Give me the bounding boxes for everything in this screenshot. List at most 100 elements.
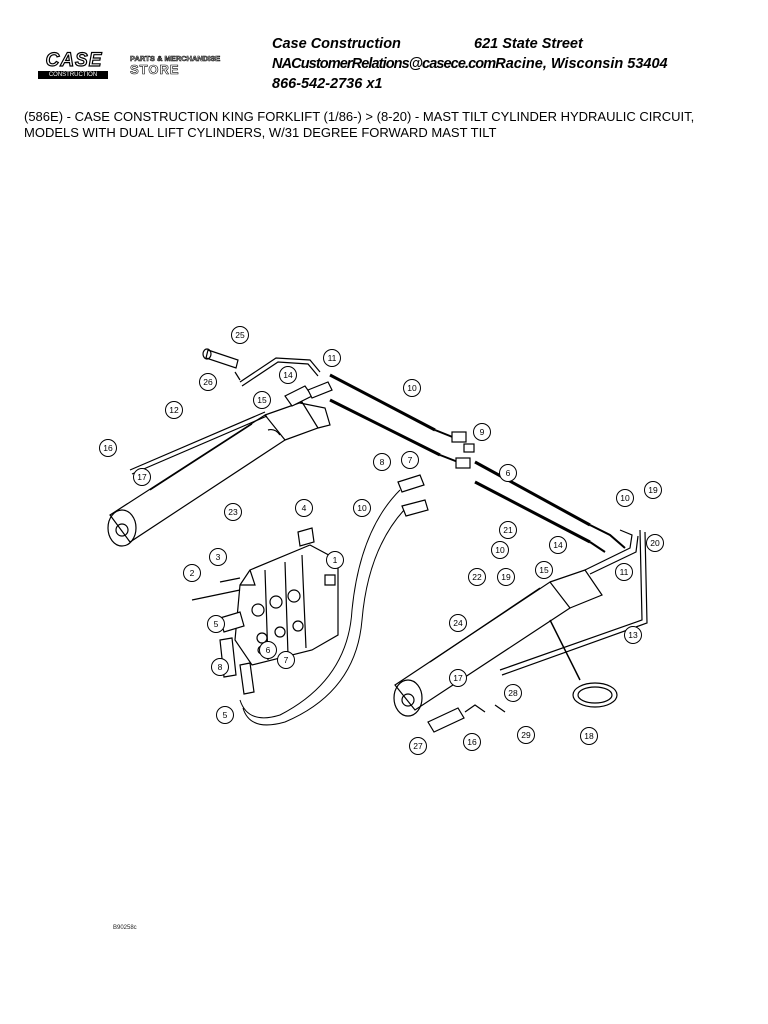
callout-label: 10 <box>407 383 417 393</box>
diagram-code: B90258c <box>113 925 137 931</box>
callout-3: 3 <box>209 548 227 566</box>
callout-label: 19 <box>648 485 658 495</box>
callout-10: 10 <box>616 489 634 507</box>
callout-label: 17 <box>453 673 463 683</box>
callout-label: 21 <box>503 525 513 535</box>
callout-label: 5 <box>214 619 219 629</box>
callout-label: 18 <box>584 731 594 741</box>
callout-label: 6 <box>266 645 271 655</box>
callout-label: 16 <box>467 737 477 747</box>
contact-block: Case Construction 621 State Street NACus… <box>272 34 668 94</box>
callout-label: 14 <box>283 370 293 380</box>
callout-22: 22 <box>468 568 486 586</box>
callout-19: 19 <box>644 481 662 499</box>
callout-label: 8 <box>218 662 223 672</box>
callout-label: 5 <box>223 710 228 720</box>
callout-5: 5 <box>216 706 234 724</box>
callout-label: 27 <box>413 741 423 751</box>
callout-label: 24 <box>453 618 463 628</box>
logo-sub: CONSTRUCTION <box>38 71 108 79</box>
callout-label: 20 <box>650 538 660 548</box>
callout-13: 13 <box>624 626 642 644</box>
phone-number: 866-542-2736 x1 <box>272 76 383 92</box>
callout-17: 17 <box>449 669 467 687</box>
callout-label: 14 <box>553 540 563 550</box>
callout-4: 4 <box>295 499 313 517</box>
callout-label: 19 <box>501 572 511 582</box>
callout-label: 28 <box>508 688 518 698</box>
callout-21: 21 <box>499 521 517 539</box>
callout-6: 6 <box>259 641 277 659</box>
callout-label: 26 <box>203 377 213 387</box>
fittings-upper <box>284 381 333 407</box>
callout-1: 1 <box>326 551 344 569</box>
case-store-logo: CASE CONSTRUCTION PARTS & MERCHANDISE ST… <box>38 50 243 82</box>
logo-store: PARTS & MERCHANDISE STORE <box>130 54 221 77</box>
callout-12: 12 <box>165 401 183 419</box>
street-address: 621 State Street <box>474 36 583 52</box>
callout-label: 15 <box>257 395 267 405</box>
callout-label: 4 <box>302 503 307 513</box>
callout-label: 22 <box>472 572 482 582</box>
logo-brand: CASE <box>45 50 103 71</box>
hydraulic-circuit-diagram: 2526121114151016172398107432156857610192… <box>99 326 664 755</box>
callout-7: 7 <box>401 451 419 469</box>
callout-20: 20 <box>646 534 664 552</box>
callout-25: 25 <box>231 326 249 344</box>
upper-tilt-cylinder <box>107 401 331 547</box>
callout-label: 7 <box>284 655 289 665</box>
diagram-description: (586E) - CASE CONSTRUCTION KING FORKLIFT… <box>24 109 695 140</box>
callout-label: 12 <box>169 405 179 415</box>
company-name: Case Construction <box>272 36 401 52</box>
callout-label: 11 <box>620 567 629 577</box>
callout-10: 10 <box>403 379 421 397</box>
callout-label: 1 <box>333 555 338 565</box>
callout-label: 16 <box>103 443 113 453</box>
callout-10: 10 <box>353 499 371 517</box>
callout-label: 13 <box>628 630 638 640</box>
callout-label: 10 <box>357 503 367 513</box>
callout-label: 3 <box>216 552 221 562</box>
callout-7: 7 <box>277 651 295 669</box>
callout-label: 10 <box>620 493 630 503</box>
callout-16: 16 <box>463 733 481 751</box>
callout-10: 10 <box>491 541 509 559</box>
callout-label: 8 <box>380 457 385 467</box>
lower-tilt-cylinder <box>393 569 603 717</box>
city-address: Racine, Wisconsin 53404 <box>495 56 668 72</box>
callout-8: 8 <box>373 453 391 471</box>
control-valve <box>234 544 339 666</box>
callout-label: 15 <box>539 565 549 575</box>
callout-26: 26 <box>199 373 217 391</box>
callout-label: 25 <box>235 330 245 340</box>
callout-29: 29 <box>517 726 535 744</box>
callout-6: 6 <box>499 464 517 482</box>
callout-label: 10 <box>495 545 505 555</box>
callout-14: 14 <box>549 536 567 554</box>
callout-label: 7 <box>408 455 413 465</box>
logo-store-bottom: STORE <box>130 62 180 77</box>
callout-8: 8 <box>211 658 229 676</box>
tee-fittings <box>451 431 475 469</box>
callout-18: 18 <box>580 727 598 745</box>
logo-store-top: PARTS & MERCHANDISE <box>130 54 221 64</box>
pin-upper <box>202 348 239 369</box>
callout-11: 11 <box>615 563 633 581</box>
callout-27: 27 <box>409 737 427 755</box>
callout-19: 19 <box>497 568 515 586</box>
upper-rod <box>129 411 266 471</box>
callout-2: 2 <box>183 564 201 582</box>
callout-label: 9 <box>480 427 485 437</box>
callout-14: 14 <box>279 366 297 384</box>
callout-label: 11 <box>328 353 337 363</box>
callout-23: 23 <box>224 503 242 521</box>
callout-label: 29 <box>521 730 531 740</box>
callout-15: 15 <box>253 391 271 409</box>
callout-15: 15 <box>535 561 553 579</box>
hose-clamp <box>549 619 618 708</box>
callout-label: 23 <box>228 507 238 517</box>
callout-label: 6 <box>506 468 511 478</box>
callout-28: 28 <box>504 684 522 702</box>
contact-email[interactable]: NACustomerRelations@casece.com <box>272 56 496 72</box>
callout-16: 16 <box>99 439 117 457</box>
